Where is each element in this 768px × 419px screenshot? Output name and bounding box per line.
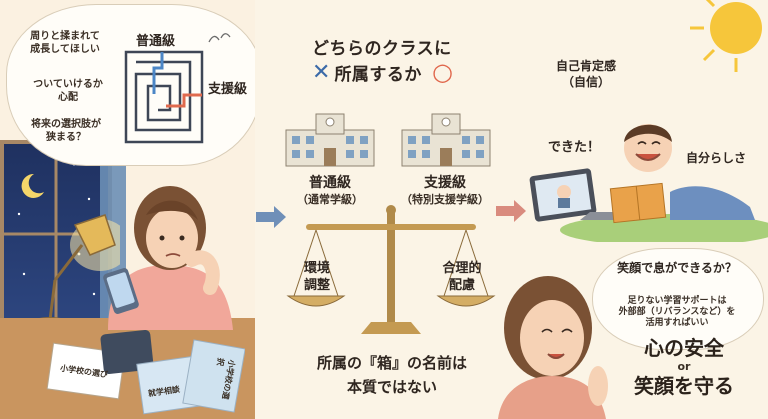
thought-line: 将来の選択肢が 狭まる？ (31, 119, 101, 143)
bottom-message-line2: 本質ではない (346, 378, 437, 396)
class-right-sub: （特別支援学級） (401, 193, 489, 206)
school-building-icon (285, 113, 375, 167)
sigh-icon (208, 33, 231, 43)
thought-bubble (6, 4, 255, 166)
self-esteem-label: 自己肯定感 （自信） (555, 59, 616, 89)
arrow-right-icon (256, 206, 286, 228)
thought-line: 周りと揉まれて 成長してほしい (30, 31, 100, 55)
worried-parent-panel: 小学校の選び 就学相談 小学校の選択 周りと揉まれて 成長してほしい ついていけ… (0, 0, 255, 419)
arrow-right-icon (496, 200, 526, 222)
middle-title-line2-row: ✕ 所属するか ○ (312, 58, 453, 86)
bottom-message-line1: 所属の『箱』の名前は (316, 354, 467, 372)
thought-line: ついていけるか 心配 (33, 79, 103, 103)
class-left-sub: （通常学級） (297, 193, 363, 206)
worried-parent-figure (103, 186, 233, 330)
cross-mark-icon: ✕ (312, 59, 331, 85)
maze-label-right: 支援級 (208, 82, 248, 97)
class-right-name: 支援級 (424, 175, 466, 191)
dekita-label: できた！ (548, 140, 601, 155)
pan-left-label: 環境 調整 (303, 261, 330, 293)
circle-mark-icon: ○ (431, 58, 453, 86)
safe-line: 心の安全 (644, 336, 724, 360)
class-left-name: 普通級 (309, 175, 351, 191)
maze-icon (124, 50, 204, 144)
balance-scale-icon (286, 205, 496, 334)
speech-bubble (592, 248, 764, 350)
smile-line: 笑顔を守る (634, 374, 734, 398)
middle-title-line2: 所属するか (334, 64, 422, 85)
jibun-label: 自分らしさ (686, 151, 747, 165)
maze-label-top: 普通級 (136, 34, 176, 49)
middle-title-line1: どちらのクラスに (312, 39, 452, 59)
happy-child-scene (529, 124, 768, 242)
moon-icon (21, 173, 44, 198)
bubble-question: 笑顔で息ができるか？ (617, 261, 737, 275)
sun-icon (690, 0, 762, 72)
pan-right-label: 合理的 配慮 (442, 261, 482, 293)
or-label: or (677, 360, 691, 373)
smiling-mother-figure (498, 276, 608, 419)
desk-documents: 小学校の選び 就学相談 小学校の選択 (40, 330, 245, 419)
desk-lamp-icon (32, 214, 120, 327)
school-building-icon (401, 113, 491, 167)
bubble-detail: 足りない学習サポートは 外部部（リバランスなど）を 活用すればいい (618, 296, 736, 328)
